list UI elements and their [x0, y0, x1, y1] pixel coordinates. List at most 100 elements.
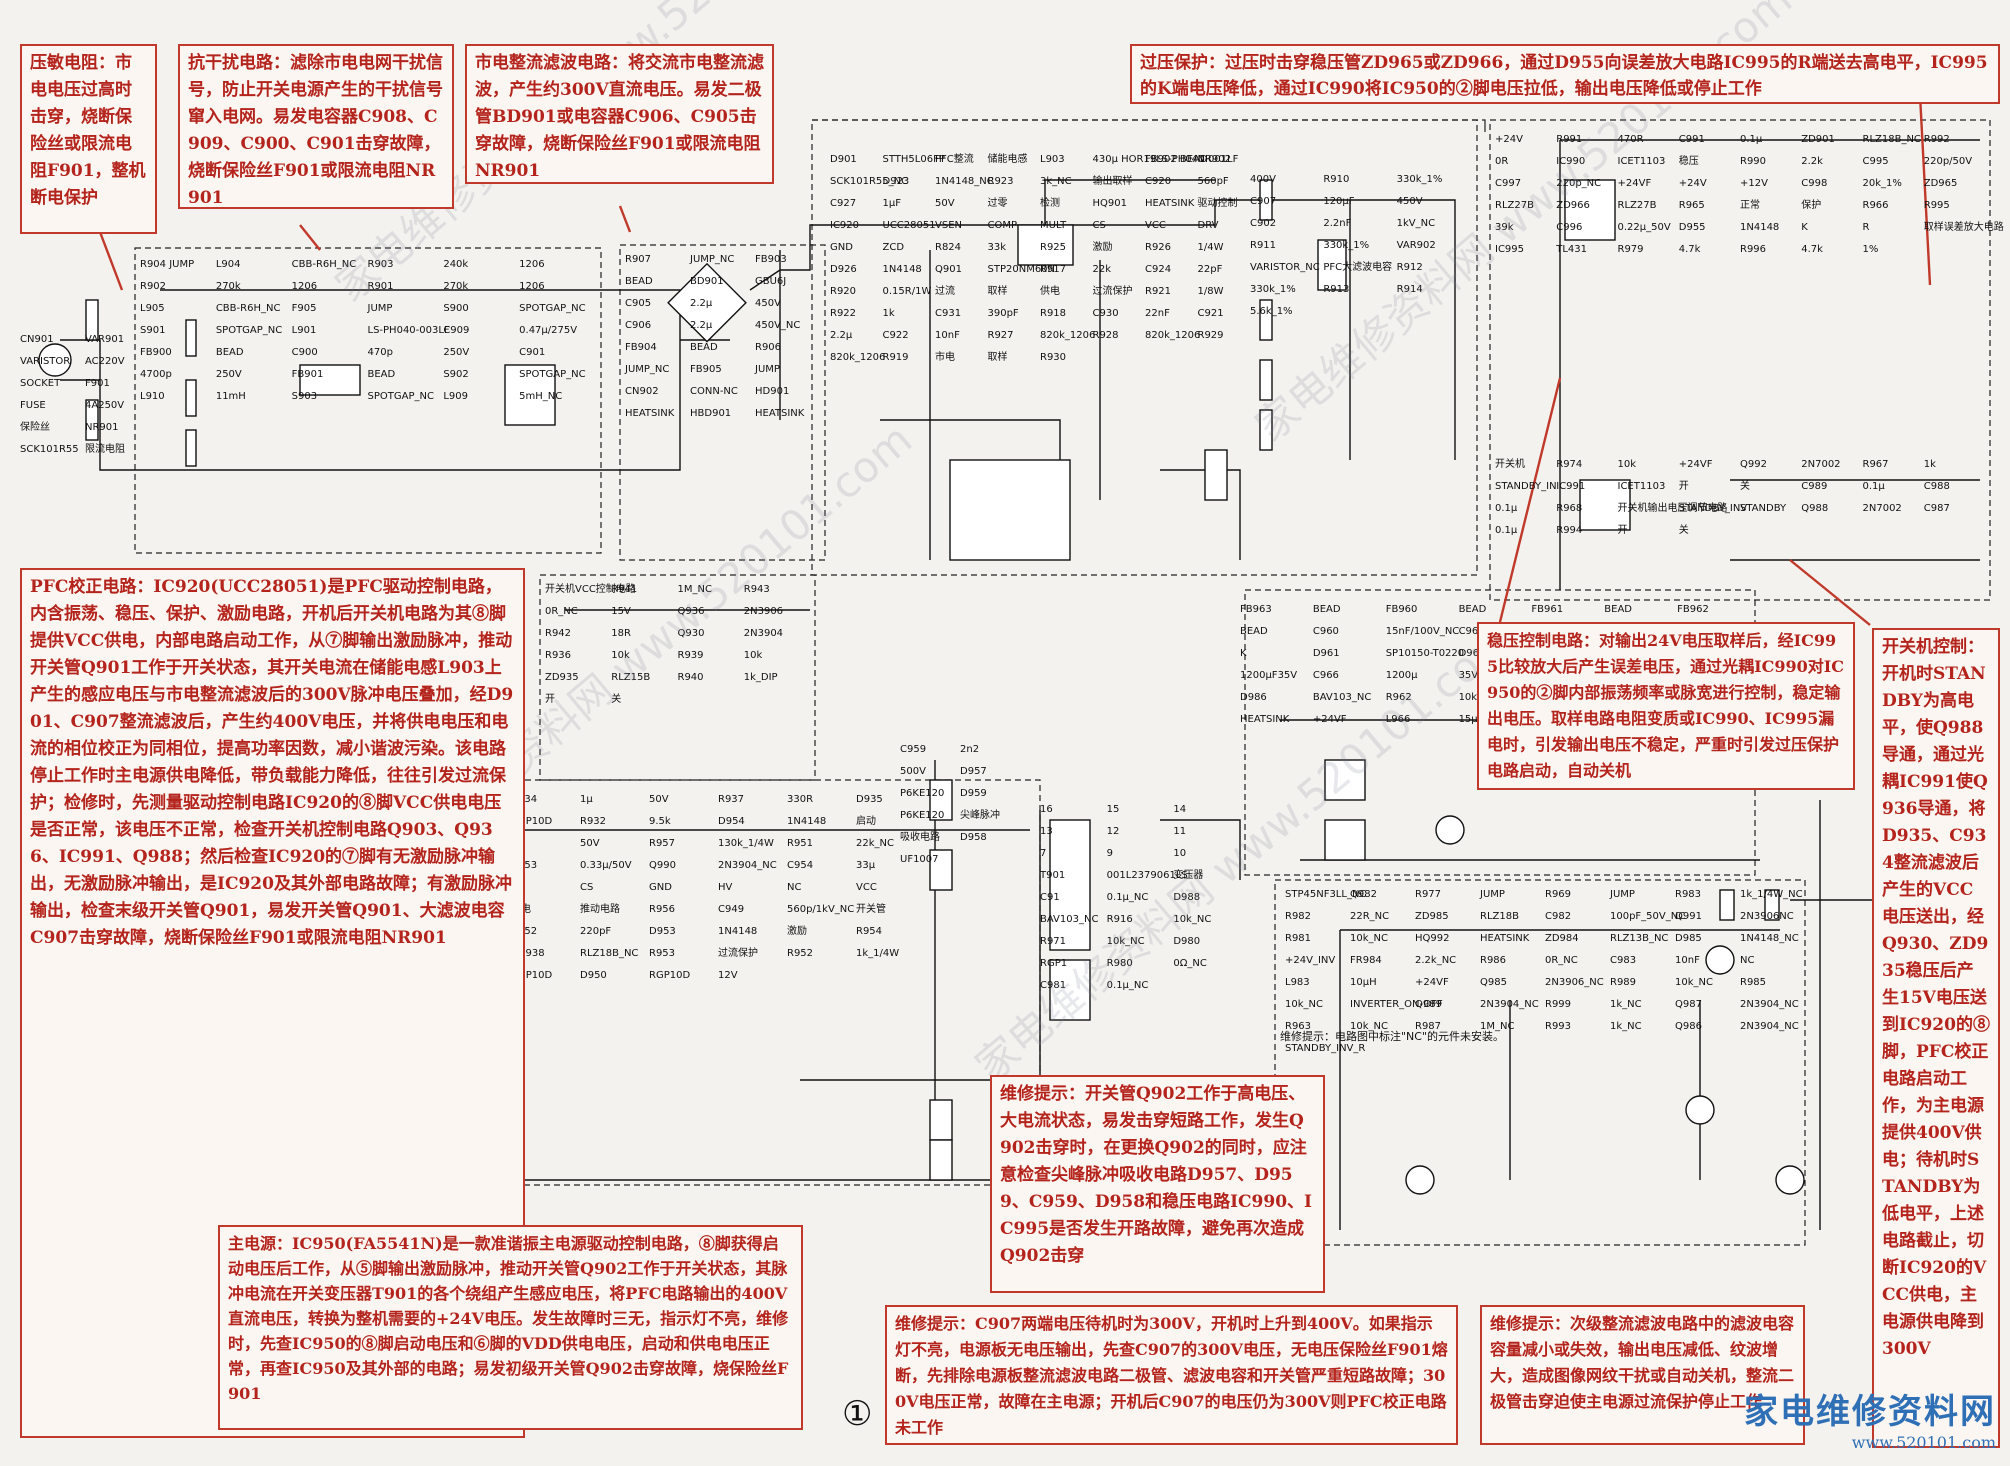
- part-label-emi-0: R904 JUMP: [140, 259, 194, 270]
- part-label-bulk-15: 330k_1%: [1250, 284, 1296, 295]
- part-label-out-15: 2N3906NC: [1740, 911, 1794, 922]
- nc-hint: 维修提示：电路图中标注"NC"的元件未安装。: [1280, 1029, 1504, 1043]
- part-label-sw-5: 2N7002: [1801, 459, 1840, 470]
- part-label-pfc-48: R920: [830, 286, 856, 297]
- part-label-emi-19: SPOTGAP_NC: [216, 325, 282, 336]
- part-label-reg-2: 470R: [1618, 134, 1644, 145]
- part-label-pfc-43: STP20NM60N: [988, 264, 1056, 275]
- part-label-sw-25: R994: [1556, 525, 1582, 536]
- part-label-reg-1: R991: [1556, 134, 1582, 145]
- part-label-out-36: 2N3906_NC: [1545, 977, 1604, 988]
- part-label-pfc-27: COMP: [988, 220, 1018, 231]
- part-label-out-9: 22R_NC: [1350, 911, 1389, 922]
- part-label-out-32: L983: [1285, 977, 1310, 988]
- part-label-sec-5: BEAD: [1604, 604, 1632, 615]
- part-label-emi-33: BEAD: [368, 369, 396, 380]
- part-label-out-13: 100pF_50V_NC: [1610, 911, 1685, 922]
- part-label-emi-4: 240k: [443, 259, 468, 270]
- part-label-reg-14: C995: [1863, 156, 1889, 167]
- part-label-emi-1: L904: [216, 259, 241, 270]
- part-label-reg-30: R966: [1863, 200, 1889, 211]
- part-label-bulk-12: VARISTOR_NC: [1250, 262, 1320, 273]
- part-label-reg-45: 4.7k: [1801, 244, 1823, 255]
- part-label-rect-19: CONN-NC: [690, 386, 738, 397]
- part-label-out-46: Q987: [1675, 999, 1702, 1010]
- part-label-emi-38: S903: [292, 391, 317, 402]
- note-standby: 开关机控制：开机时STANDBY为高电平，使Q988导通，通过光耦IC991使Q…: [1872, 628, 2000, 1448]
- part-label-vcc-1: R941: [611, 584, 637, 595]
- part-label-rect-16: FB905: [690, 364, 722, 375]
- part-label-main-9: D935: [856, 794, 883, 805]
- part-label-reg-43: 4.7k: [1679, 244, 1701, 255]
- part-label-bulk-14: R912: [1397, 262, 1423, 273]
- part-label-main-7: R937: [718, 794, 744, 805]
- part-label-main-36: Q990: [649, 860, 676, 871]
- part-label-emi-32: FB901: [292, 369, 324, 380]
- part-label-vcc-15: 10k: [744, 650, 763, 661]
- part-label-pfc-21: HQ901: [1093, 198, 1127, 209]
- note-varistor: 压敏电阻：市电电压过高时击穿，烧断保险丝或限流电阻F901，整机断电保护: [20, 44, 157, 234]
- part-label-pfc-54: R921: [1145, 286, 1171, 297]
- pfc-frame-top: [812, 119, 1486, 132]
- part-label-vcc-12: R936: [545, 650, 571, 661]
- part-label-left-10: SCK101R55: [20, 444, 79, 455]
- part-label-sw-18: 开关机输出电压调节电路: [1618, 501, 1728, 514]
- part-label-bulk-1: R910: [1323, 174, 1349, 185]
- part-label-sec-37: L966: [1386, 714, 1411, 725]
- part-label-out-1: Q982: [1350, 889, 1377, 900]
- part-label-reg-24: RLZ27B: [1495, 200, 1534, 211]
- page-number: ①: [842, 1394, 873, 1434]
- part-label-rect-7: 2.2μ: [690, 298, 713, 309]
- part-label-main-46: GND: [649, 882, 672, 893]
- part-label-main-87: 12V: [718, 970, 738, 981]
- part-label-trans-0: 16: [1040, 804, 1053, 815]
- part-label-pfc-28: MULT: [1040, 220, 1067, 231]
- part-label-rect-4: BD901: [690, 276, 724, 287]
- part-label-main-18: 1N4148: [787, 816, 826, 827]
- part-label-sec-22: C966: [1313, 670, 1339, 681]
- part-label-bulk-8: 1kV_NC: [1397, 218, 1435, 229]
- part-label-vcc-5: 15V: [611, 606, 631, 617]
- note-repair-q902: 维修提示：开关管Q902工作于高电压、大电流状态，易发击穿短路工作，发生Q902…: [990, 1075, 1325, 1293]
- part-label-main-84: RGP10D: [511, 970, 552, 981]
- part-label-trans-8: 10: [1173, 848, 1186, 859]
- part-label-out-27: R986: [1480, 955, 1506, 966]
- part-label-sw-16: 0.1μ: [1495, 503, 1518, 514]
- part-label-snubber-0: C959: [900, 744, 926, 755]
- part-label-main-48: NC: [787, 882, 801, 893]
- part-label-emi-23: 0.47μ/275V: [519, 325, 577, 336]
- part-label-sw-17: R968: [1556, 503, 1582, 514]
- part-label-sw-26: 开: [1618, 525, 1628, 536]
- part-label-reg-11: 稳压: [1679, 154, 1699, 167]
- site-url: www.520101.com: [1851, 1433, 1996, 1452]
- part-label-pfc-64: 2.2μ: [830, 330, 853, 341]
- part-label-pfc-50: 过流: [935, 284, 955, 297]
- part-label-sec-24: 35V: [1459, 670, 1479, 681]
- part-label-main-76: R953: [649, 948, 675, 959]
- part-label-main-28: R951: [787, 838, 813, 849]
- part-label-trans-5: 11: [1173, 826, 1186, 837]
- part-label-sw-13: C989: [1801, 481, 1827, 492]
- part-label-out-8: R982: [1285, 911, 1311, 922]
- part-label-reg-17: 220p_NC: [1556, 178, 1601, 189]
- part-label-emi-30: 4700p: [140, 369, 172, 380]
- part-label-emi-2: CBB-R6H_NC: [292, 259, 357, 270]
- part-label-main-65: 220pF: [580, 926, 611, 937]
- part-label-pfc-76: R930: [1040, 352, 1066, 363]
- part-label-main-8: 330R: [787, 794, 813, 805]
- components: [38, 179, 1805, 1195]
- part-label-reg-44: R996: [1740, 244, 1766, 255]
- part-label-reg-46: 1%: [1863, 244, 1879, 255]
- part-label-sec-4: FB961: [1531, 604, 1563, 615]
- part-label-out-42: Q989: [1415, 999, 1442, 1010]
- part-label-reg-7: R992: [1924, 134, 1950, 145]
- part-label-emi-22: C909: [443, 325, 469, 336]
- part-label-rect-20: HD901: [755, 386, 789, 397]
- part-label-sw-0: 开关机: [1495, 457, 1525, 470]
- part-label-pfc-7: NR902: [1198, 154, 1232, 165]
- part-label-rect-23: HEATSINK: [755, 408, 805, 419]
- part-label-sw-12: 关: [1740, 479, 1750, 492]
- part-label-sw-19: STANDBY_INV: [1679, 503, 1748, 514]
- part-label-emi-28: 250V: [443, 347, 469, 358]
- part-label-main-75: RLZ18B_NC: [580, 948, 638, 959]
